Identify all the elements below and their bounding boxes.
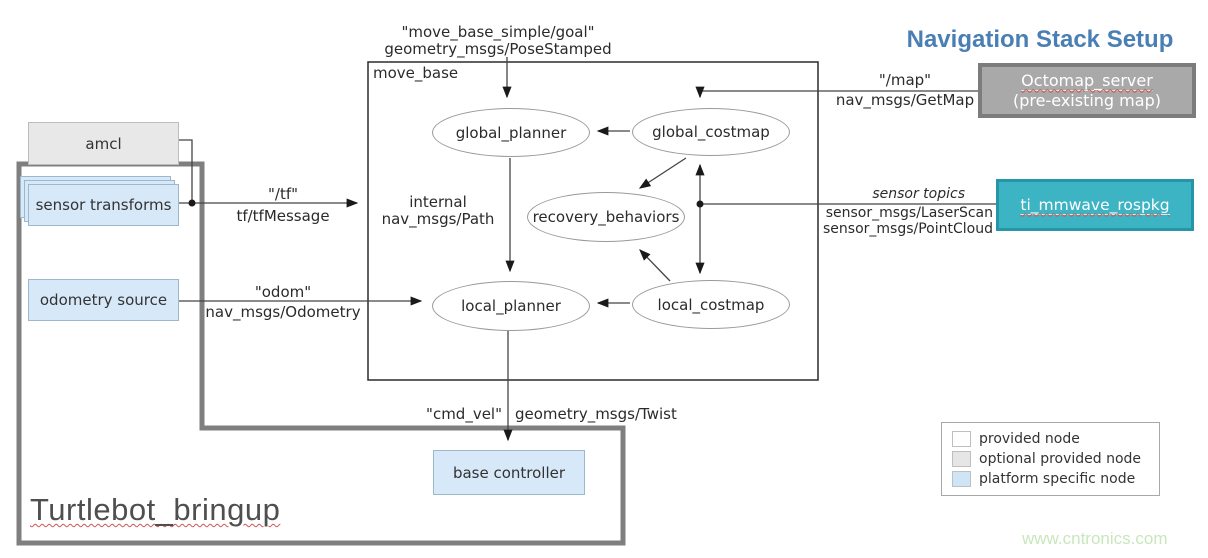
octomap-server-node: Octomap_server (pre-existing map) — [978, 63, 1196, 118]
map-topic-label: "/map" nav_msgs/GetMap — [835, 71, 975, 110]
recovery-behaviors-node: recovery_behaviors — [527, 192, 685, 242]
legend-label-provided: provided node — [979, 431, 1080, 447]
map-topic-type: nav_msgs/GetMap — [835, 91, 975, 110]
legend-row-provided: provided node — [952, 431, 1149, 447]
octomap-server-label: Octomap_server — [1021, 70, 1153, 91]
legend-label-optional: optional provided node — [979, 451, 1142, 467]
cmd-vel-topic-name: "cmd_vel" — [426, 405, 502, 423]
legend-swatch-optional — [952, 451, 971, 467]
sensor-topics-title: sensor topics — [872, 186, 965, 202]
line-amcl-to-tf — [177, 139, 193, 201]
page-title: Navigation Stack Setup — [906, 26, 1174, 53]
tf-topic-name: "/tf" — [267, 185, 298, 203]
goal-topic-label: "move_base_simple/goal" geometry_msgs/Po… — [368, 23, 628, 59]
legend-swatch-platform — [952, 471, 971, 487]
tf-topic-type: tf/tfMessage — [236, 207, 330, 226]
odom-topic-label: "odom" nav_msgs/Odometry — [203, 283, 363, 322]
sensor-junction-dot — [696, 200, 704, 208]
global-costmap-node: global_costmap — [632, 108, 790, 156]
ti-mmwave-rospkg-label: ti_mmwave_rospkg — [1020, 195, 1170, 215]
tf-junction-dot — [188, 199, 196, 207]
sensor-topic-laserscan: sensor_msgs/LaserScan — [825, 205, 993, 222]
arrow-global-costmap-to-recovery — [638, 157, 687, 189]
internal-path-label: internal nav_msgs/Path — [372, 193, 504, 229]
map-topic-name: "/map" — [878, 71, 932, 89]
sensor-topics-label: sensor topics sensor_msgs/LaserScan sens… — [815, 186, 993, 237]
cmd-vel-topic-type: geometry_msgs/Twist — [515, 405, 677, 423]
legend-label-platform: platform specific node — [979, 471, 1136, 487]
global-planner-node: global_planner — [432, 108, 590, 157]
local-costmap-node: local_costmap — [632, 280, 790, 329]
legend-swatch-provided — [952, 431, 971, 447]
sensor-topic-pointcloud: sensor_msgs/PointCloud — [823, 221, 993, 238]
tf-topic-label: "/tf" tf/tfMessage — [223, 185, 343, 226]
internal-type: nav_msgs/Path — [381, 210, 495, 229]
internal-label: internal — [409, 193, 467, 211]
legend-row-platform: platform specific node — [952, 471, 1149, 487]
move-base-label: move_base — [373, 64, 459, 82]
watermark: www.cntronics.com — [1022, 529, 1168, 548]
legend: provided node optional provided node pla… — [941, 422, 1160, 496]
goal-topic-type: geometry_msgs/PoseStamped — [384, 40, 612, 59]
legend-row-optional: optional provided node — [952, 451, 1149, 467]
odom-topic-type: nav_msgs/Odometry — [205, 303, 361, 322]
odom-topic-name: "odom" — [254, 283, 312, 301]
odometry-source-node: odometry source — [28, 279, 179, 321]
sensor-transforms-node: sensor transforms — [28, 184, 179, 226]
local-planner-node: local_planner — [432, 281, 590, 331]
turtlebot-bringup-label: Turtlebot_bringup — [30, 492, 281, 527]
amcl-node: amcl — [28, 122, 179, 165]
arrow-local-costmap-to-recovery — [639, 249, 671, 282]
base-controller-node: base controller — [433, 450, 585, 495]
goal-topic-name: "move_base_simple/goal" — [401, 23, 595, 41]
ti-mmwave-rospkg-node: ti_mmwave_rospkg — [996, 179, 1194, 231]
octomap-server-sublabel: (pre-existing map) — [1013, 90, 1161, 110]
